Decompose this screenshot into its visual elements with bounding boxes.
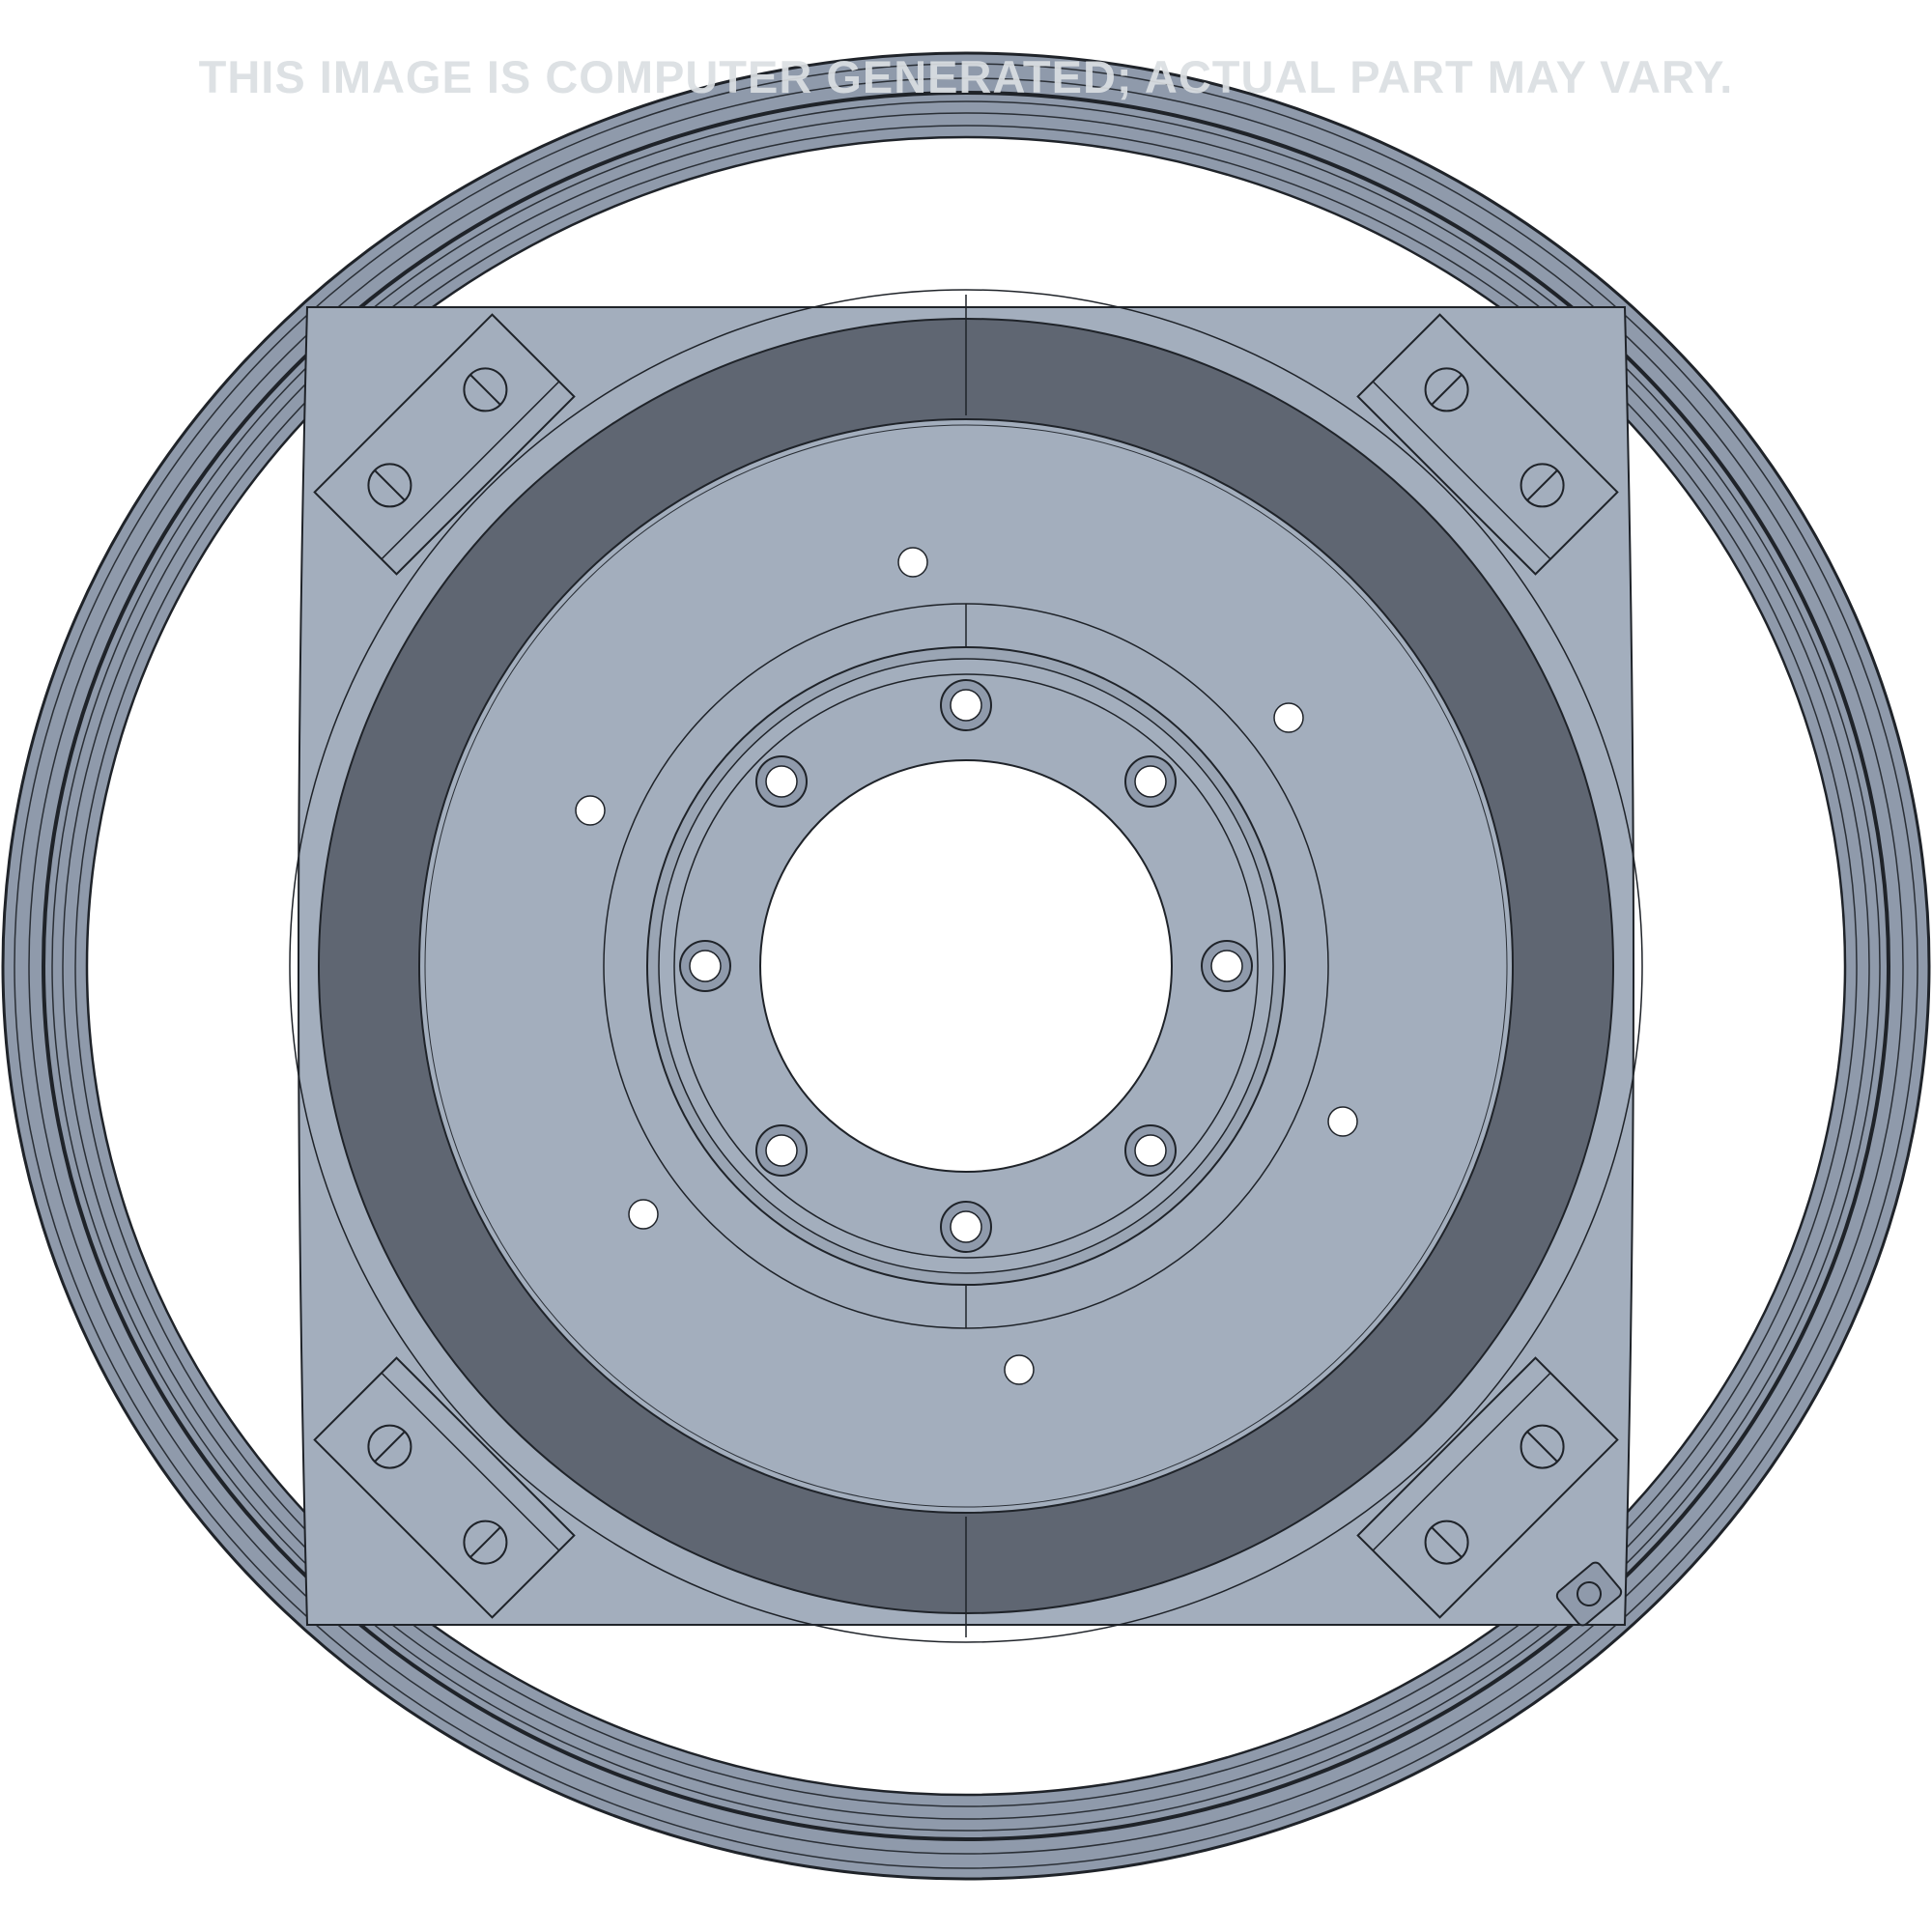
bolt-hole-icon: [940, 679, 992, 731]
clamp-lug-bottom-left: [313, 1356, 576, 1619]
bolt-hole-icon: [1124, 1124, 1177, 1177]
clamp-lug-top-left: [313, 313, 576, 576]
bolt-hole-icon: [940, 1201, 992, 1253]
bolt-hole-icon: [755, 755, 808, 808]
bolt-hole-icon: [1124, 755, 1177, 808]
small-hole-icon: [628, 1199, 659, 1230]
lug-bolt-holes: [679, 679, 1253, 1253]
clamp-lug-bottom-right: [1356, 1356, 1619, 1619]
bolt-hole-icon: [1201, 940, 1253, 992]
bolt-hole-icon: [755, 1124, 808, 1177]
small-hole-icon: [1273, 702, 1304, 733]
small-disc-holes: [575, 547, 1358, 1385]
clamp-lug-top-right: [1356, 313, 1619, 576]
small-hole-icon: [575, 795, 606, 826]
small-hole-icon: [1327, 1106, 1358, 1137]
center-bore: [759, 759, 1173, 1173]
small-hole-icon: [1004, 1354, 1035, 1385]
valve-stem-icon: [1555, 1561, 1623, 1627]
disclaimer-watermark: THIS IMAGE IS COMPUTER GENERATED; ACTUAL…: [198, 51, 1734, 102]
small-hole-icon: [897, 547, 928, 578]
hub: [603, 603, 1329, 1329]
bolt-hole-icon: [679, 940, 731, 992]
